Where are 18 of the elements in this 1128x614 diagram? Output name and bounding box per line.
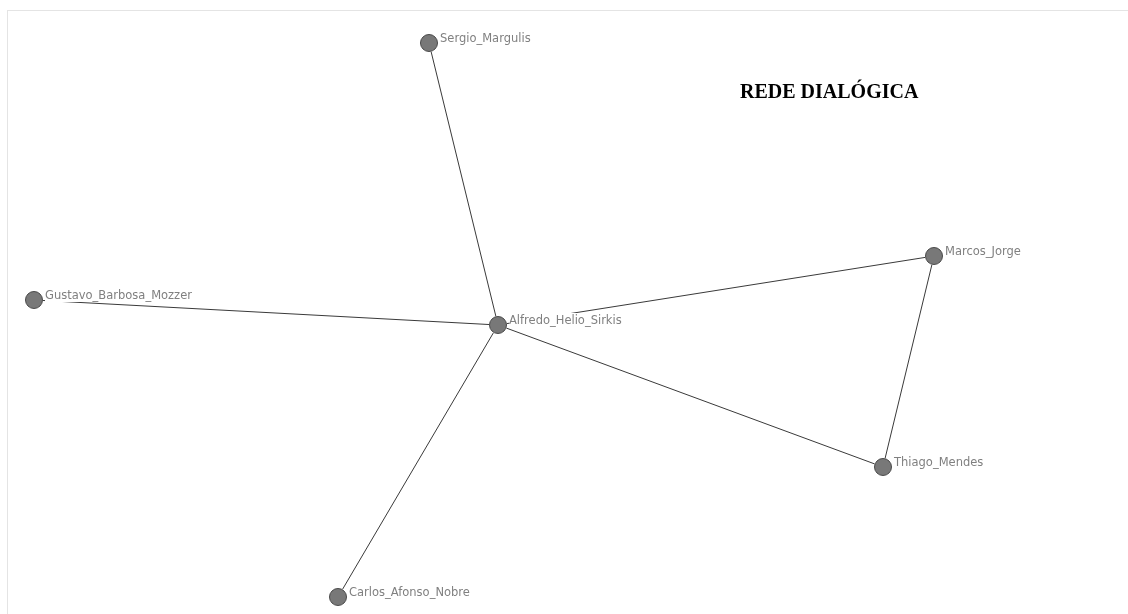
network-node bbox=[925, 247, 943, 265]
network-node bbox=[329, 588, 347, 606]
network-node bbox=[489, 316, 507, 334]
network-node bbox=[874, 458, 892, 476]
node-name-label: Carlos_Afonso_Nobre bbox=[349, 585, 470, 599]
connector-line bbox=[884, 264, 933, 459]
connector-line bbox=[505, 327, 876, 465]
network-node bbox=[420, 34, 438, 52]
connector-line bbox=[42, 300, 490, 325]
connector-line bbox=[430, 51, 497, 317]
node-name-label: Thiago_Mendes bbox=[894, 455, 984, 469]
diagram-title: REDE DIALÓGICA bbox=[740, 80, 919, 103]
node-name-label: Marcos_Jorge bbox=[945, 244, 1021, 258]
node-name-label: Alfredo_Helio_Sirkis bbox=[509, 313, 622, 327]
node-name-label: Gustavo_Barbosa_Mozzer bbox=[45, 288, 192, 302]
network-node bbox=[25, 291, 43, 309]
connector-line bbox=[342, 332, 494, 590]
node-name-label: Sergio_Margulis bbox=[440, 31, 531, 45]
